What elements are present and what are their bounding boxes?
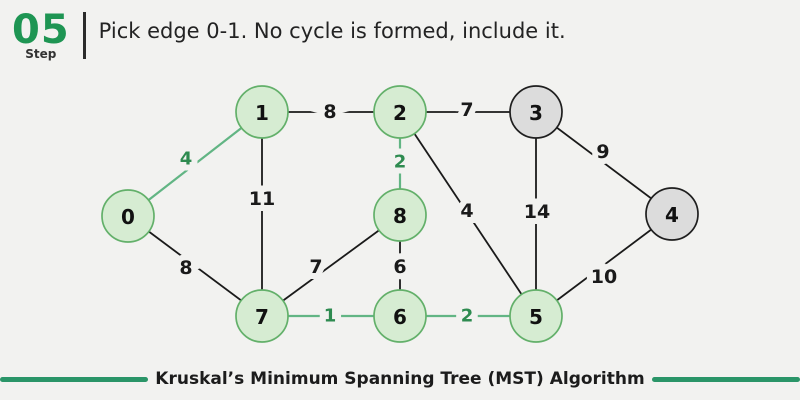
footer-accent-line-left (0, 376, 149, 382)
edge-weight-8-6: 6 (393, 256, 406, 278)
step-number: 05 (12, 7, 70, 53)
node-3 (509, 85, 563, 139)
node-label-6: 6 (393, 305, 407, 329)
edge-0-7 (127, 215, 263, 317)
edge-weight-7-6: 1 (324, 306, 337, 327)
step-instruction: Pick edge 0-1. No cycle is formed, inclu… (98, 19, 566, 43)
node-8 (373, 188, 427, 242)
node-2 (373, 85, 427, 139)
header-divider (82, 12, 86, 59)
edge-5-4 (535, 213, 673, 317)
edge-7-8 (261, 214, 401, 317)
edge-weight-6-5: 2 (461, 306, 474, 327)
edge-weight-1-7: 11 (249, 188, 275, 210)
node-label-2: 2 (393, 101, 407, 125)
edge-weight-3-5: 14 (524, 201, 550, 223)
node-6 (373, 289, 427, 343)
edge-weight-5-4: 10 (591, 266, 617, 288)
edge-3-4 (535, 111, 673, 215)
edge-weight-0-7: 8 (179, 257, 192, 279)
edge-weight-1-2: 8 (323, 101, 336, 123)
node-label-5: 5 (529, 305, 543, 329)
node-4 (645, 187, 699, 241)
node-label-4: 4 (665, 203, 679, 227)
edge-weight-0-1: 4 (180, 149, 193, 170)
edge-weight-7-8: 7 (309, 256, 322, 278)
footer-title: Kruskal’s Minimum Spanning Tree (MST) Al… (155, 369, 645, 389)
edge-weight-2-8: 2 (394, 152, 407, 173)
node-0 (101, 189, 155, 243)
footer: Kruskal’s Minimum Spanning Tree (MST) Al… (0, 369, 800, 389)
node-label-8: 8 (393, 204, 407, 228)
node-label-0: 0 (121, 205, 135, 229)
node-5 (509, 289, 563, 343)
node-label-7: 7 (255, 305, 269, 329)
edge-0-1 (127, 111, 263, 217)
footer-accent-line-right (651, 376, 800, 382)
edge-weight-2-3: 7 (460, 99, 473, 121)
node-label-1: 1 (255, 101, 269, 125)
header: 05 Step Pick edge 0-1. No cycle is forme… (12, 10, 566, 61)
step-indicator: 05 Step (12, 10, 70, 61)
node-1 (235, 85, 289, 139)
node-7 (235, 289, 289, 343)
step-label: Step (25, 47, 57, 61)
edge-weight-2-5: 4 (460, 200, 473, 222)
edge-weight-3-4: 9 (596, 141, 609, 163)
node-label-3: 3 (529, 101, 543, 125)
edge-2-5 (399, 111, 537, 317)
